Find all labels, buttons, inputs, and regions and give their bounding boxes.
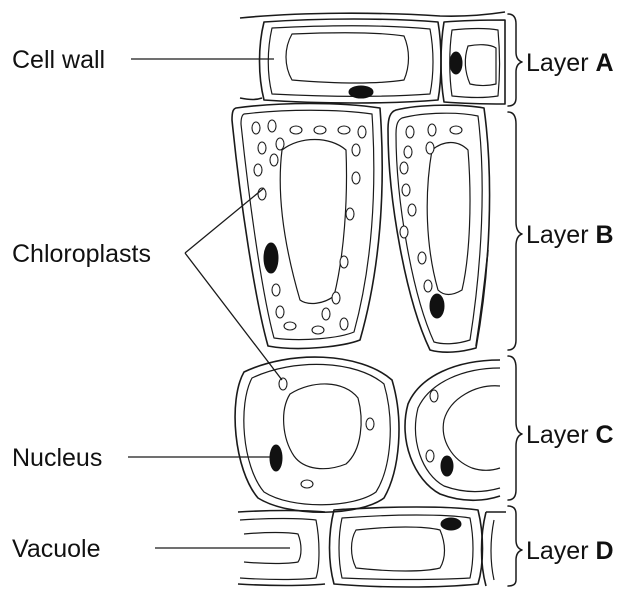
spongy-cell-left-wall	[235, 357, 399, 512]
palisade-cell-right-nucleus	[430, 294, 444, 318]
layer-c-cells	[235, 357, 500, 512]
spongy-cell-left-chloroplasts	[279, 378, 374, 488]
chloroplast	[366, 418, 374, 430]
label-chloroplasts: Chloroplasts	[12, 240, 151, 268]
spongy-cell-left-membrane	[244, 364, 390, 504]
spongy-cell-left-vacuole	[284, 384, 362, 469]
layer-b-cells	[232, 104, 490, 353]
layer-d-cells	[238, 507, 506, 587]
layer-braces	[508, 14, 522, 586]
chloroplast	[450, 126, 462, 134]
layer-d-left-cell-membrane	[240, 519, 319, 580]
label-cell-wall: Cell wall	[12, 46, 105, 74]
chloroplast	[301, 480, 313, 488]
layer-a-cells	[240, 12, 505, 104]
chloroplast	[406, 126, 414, 138]
chloroplast	[332, 292, 340, 304]
chloroplast	[408, 204, 416, 216]
chloroplast	[418, 252, 426, 264]
layer-a-right-nucleus	[450, 52, 462, 74]
layer-a-brace	[508, 14, 522, 106]
chloroplast	[272, 284, 280, 296]
layer-d-middle-vacuole	[352, 527, 445, 571]
spongy-cell-right-wall	[405, 360, 500, 500]
palisade-cell-left-chloroplasts	[252, 120, 366, 334]
chloroplast	[402, 184, 410, 196]
chloroplast	[340, 318, 348, 330]
layer-d-middle-nucleus	[441, 518, 461, 530]
chloroplasts-leader-line-lower	[185, 253, 282, 380]
chloroplast	[290, 126, 302, 134]
chloroplast	[340, 256, 348, 268]
palisade-cell-left-nucleus	[264, 243, 278, 273]
chloroplast	[346, 208, 354, 220]
layer-a-right-vacuole	[465, 45, 496, 86]
layer-labels: LayerA LayerB LayerC LayerD	[526, 49, 614, 565]
chloroplast	[279, 378, 287, 390]
layer-a-prefix: Layer	[526, 49, 589, 77]
chloroplast	[426, 142, 434, 154]
chloroplast	[400, 226, 408, 238]
chloroplast	[322, 308, 330, 320]
chloroplast	[338, 126, 350, 134]
chloroplast	[284, 322, 296, 330]
chloroplast	[252, 122, 260, 134]
layer-d-bottom-wall-line	[238, 584, 325, 586]
layer-d-top-wall-line	[238, 511, 325, 513]
chloroplast	[352, 172, 360, 184]
spongy-cell-right-chloroplasts	[426, 390, 438, 462]
layer-a-letter: A	[596, 49, 614, 77]
chloroplast	[400, 162, 408, 174]
layer-a-top-wall-line	[240, 12, 505, 18]
layer-d-letter: D	[596, 537, 614, 565]
palisade-cell-right-chloroplasts	[400, 124, 462, 292]
spongy-cell-right-nucleus	[441, 456, 453, 476]
chloroplast	[276, 306, 284, 318]
chloroplast	[268, 120, 276, 132]
chloroplast	[312, 326, 324, 334]
layer-d-brace	[508, 506, 522, 586]
layer-d-prefix: Layer	[526, 537, 589, 565]
layer-c-brace	[508, 356, 522, 500]
layer-b-prefix: Layer	[526, 221, 589, 249]
chloroplast	[358, 126, 366, 138]
layer-d-right-cell-wall	[482, 512, 487, 586]
palisade-cell-left-vacuole	[280, 140, 346, 304]
layer-b-letter: B	[596, 221, 614, 249]
layer-d-middle-cell-wall	[330, 507, 483, 587]
chloroplast	[276, 138, 284, 150]
spongy-cell-right-vacuole	[443, 386, 500, 470]
layer-a-main-vacuole	[286, 33, 409, 83]
layer-c-prefix: Layer	[526, 421, 589, 449]
chloroplast	[424, 280, 432, 292]
palisade-cell-right-partial-edge	[476, 250, 488, 346]
chloroplast	[404, 146, 412, 158]
palisade-cell-right-vacuole	[427, 143, 470, 295]
chloroplast	[428, 124, 436, 136]
chloroplast	[314, 126, 326, 134]
spongy-cell-left-nucleus	[270, 445, 282, 471]
structure-labels: Cell wall Chloroplasts Nucleus Vacuole	[12, 46, 151, 563]
chloroplast	[254, 164, 262, 176]
chloroplast	[270, 154, 278, 166]
chloroplast	[426, 450, 434, 462]
chloroplast	[352, 144, 360, 156]
layer-c-letter: C	[596, 421, 614, 449]
label-nucleus: Nucleus	[12, 444, 102, 472]
layer-b-brace	[508, 112, 522, 350]
layer-a-main-nucleus	[349, 86, 373, 98]
chloroplast	[430, 390, 438, 402]
label-vacuole: Vacuole	[12, 535, 101, 563]
layer-d-right-cell-membrane	[491, 520, 494, 580]
chloroplast	[258, 142, 266, 154]
layer-a-left-partial-wall	[240, 98, 262, 100]
